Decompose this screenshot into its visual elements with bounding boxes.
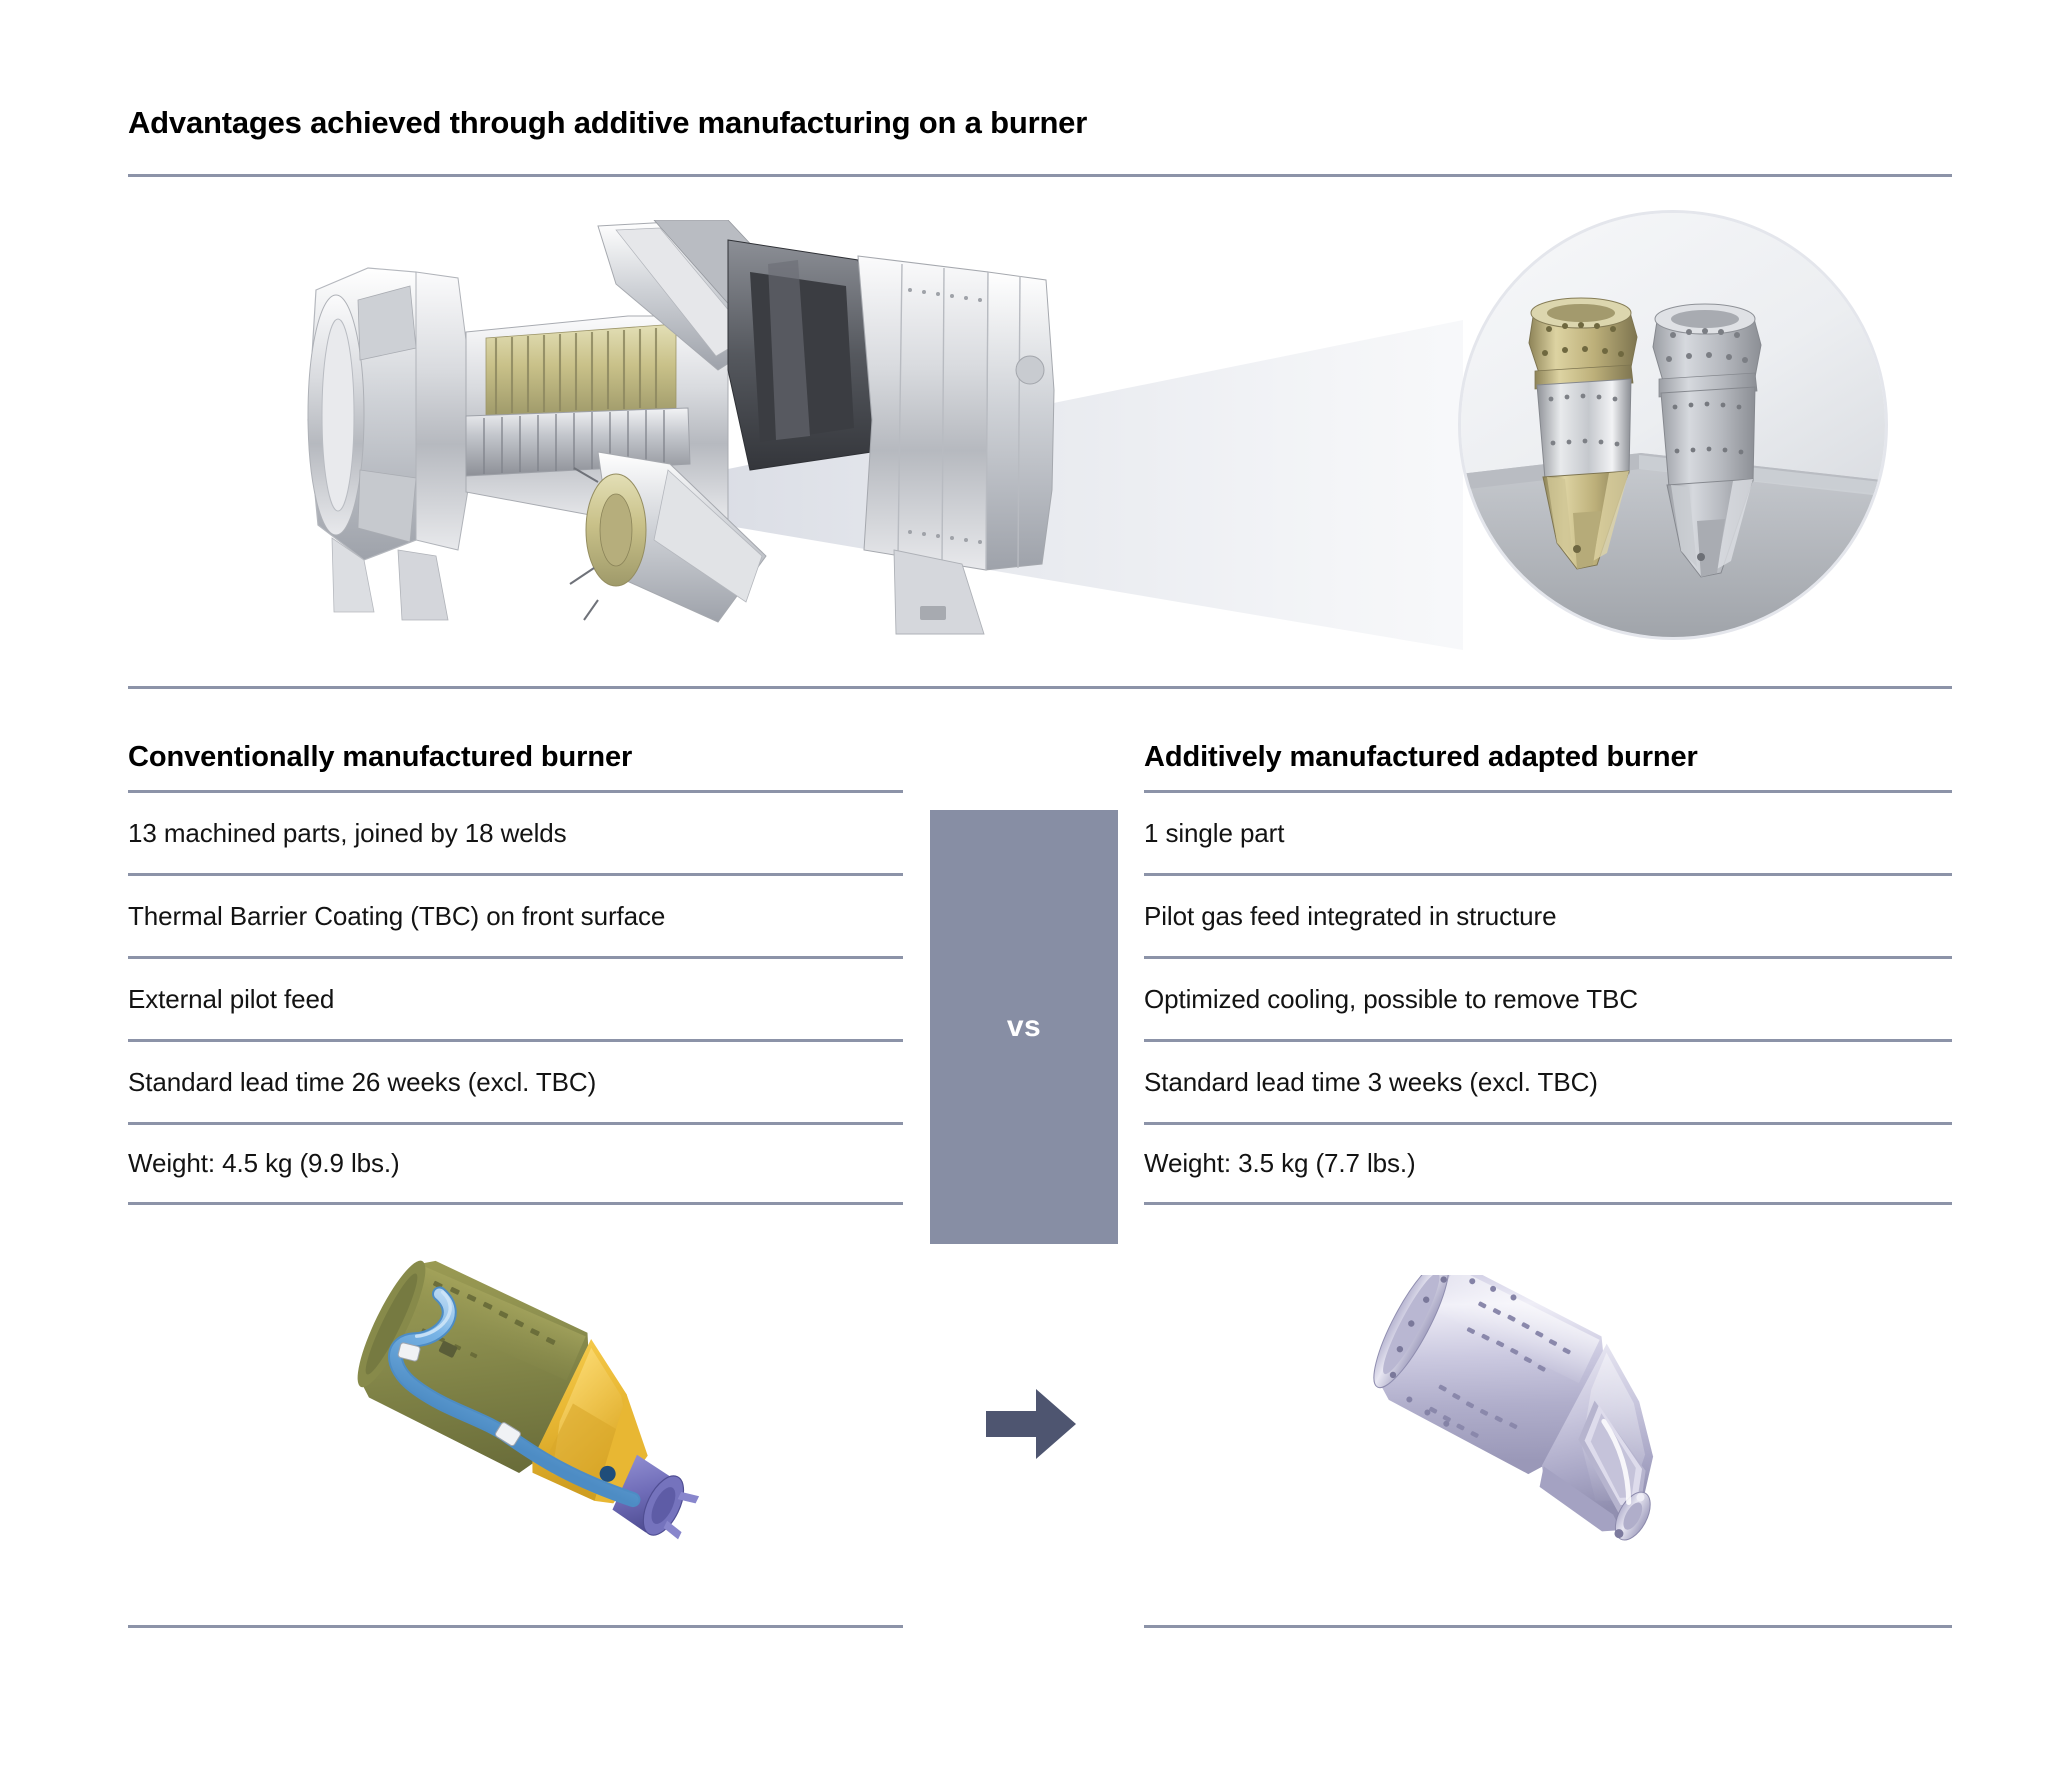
burner-nozzles-photo-art bbox=[1461, 213, 1885, 637]
list-item: Weight: 4.5 kg (9.9 lbs.) bbox=[128, 1122, 903, 1205]
list-item: Weight: 3.5 kg (7.7 lbs.) bbox=[1144, 1122, 1952, 1205]
page-title: Advantages achieved through additive man… bbox=[128, 105, 1088, 140]
list-item: External pilot feed bbox=[128, 956, 903, 1039]
list-item: Standard lead time 3 weeks (excl. TBC) bbox=[1144, 1039, 1952, 1122]
gas-turbine-cutaway bbox=[307, 220, 1055, 635]
callout-light-cone bbox=[723, 320, 1463, 650]
conventional-burner-cad-model bbox=[357, 1260, 700, 1540]
additive-column-heading: Additively manufactured adapted burner bbox=[1144, 741, 1698, 773]
arrow-right-icon bbox=[986, 1389, 1076, 1459]
hero-illustration bbox=[128, 200, 1952, 670]
title-divider bbox=[128, 174, 1952, 177]
conventional-bottom-divider bbox=[128, 1625, 903, 1628]
additive-spec-list: 1 single part Pilot gas feed integrated … bbox=[1144, 790, 1952, 1205]
list-item: Optimized cooling, possible to remove TB… bbox=[1144, 956, 1952, 1039]
list-item: Standard lead time 26 weeks (excl. TBC) bbox=[128, 1039, 903, 1122]
additive-burner-cad-model bbox=[1373, 1275, 1654, 1541]
additive-bottom-divider bbox=[1144, 1625, 1952, 1628]
hero-divider bbox=[128, 686, 1952, 689]
conventional-column: Conventionally manufactured burner 13 ma… bbox=[128, 740, 903, 1205]
additive-column: Additively manufactured adapted burner 1… bbox=[1144, 740, 1952, 1205]
list-item: Pilot gas feed integrated in structure bbox=[1144, 873, 1952, 956]
list-item: Thermal Barrier Coating (TBC) on front s… bbox=[128, 873, 903, 956]
conventional-spec-list: 13 machined parts, joined by 18 welds Th… bbox=[128, 790, 903, 1205]
vs-label: vs bbox=[1006, 1010, 1042, 1043]
vs-divider: vs bbox=[930, 810, 1118, 1244]
conventional-column-heading: Conventionally manufactured burner bbox=[128, 741, 633, 773]
list-item: 1 single part bbox=[1144, 790, 1952, 873]
burner-nozzles-photo bbox=[1458, 210, 1888, 640]
list-item: 13 machined parts, joined by 18 welds bbox=[128, 790, 903, 873]
